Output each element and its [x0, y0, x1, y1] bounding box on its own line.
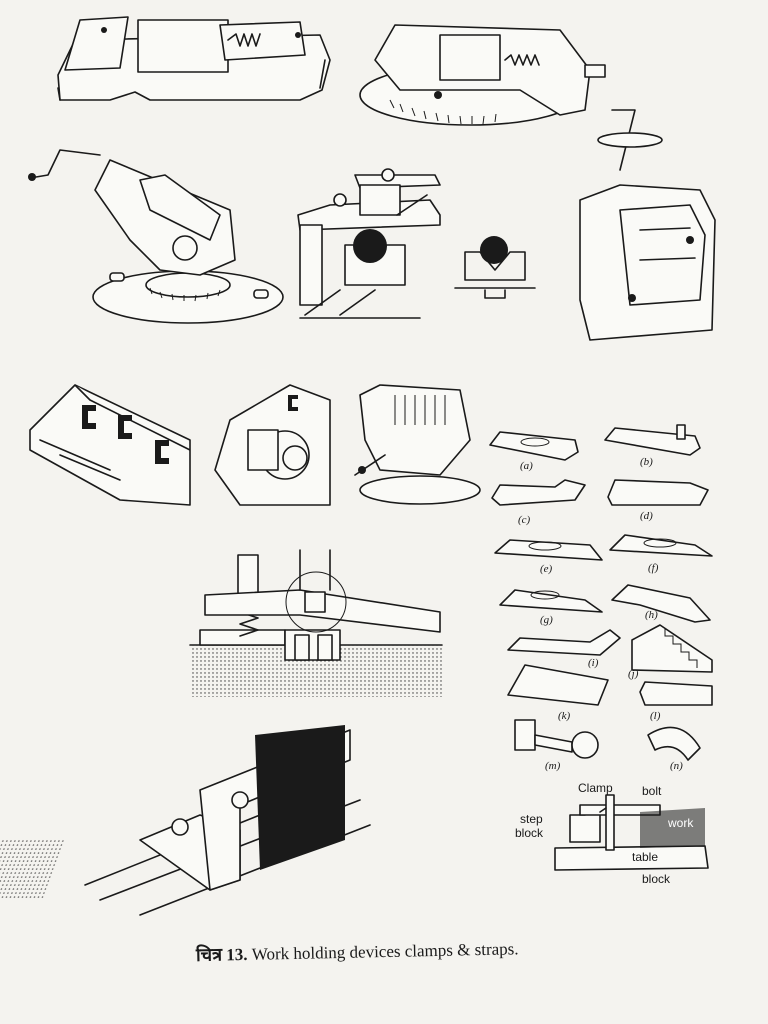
- caption-number: 13.: [226, 944, 248, 965]
- step-block-label-line2: block: [515, 826, 544, 840]
- strap-label-b: (b): [640, 456, 653, 468]
- swivel-vise-drawing: [359, 24, 606, 126]
- strap-label-k: (k): [558, 710, 571, 722]
- machine-vise-drawing: [57, 16, 331, 101]
- strap-label-e: (e): [540, 563, 553, 575]
- strap-label-c: (c): [518, 514, 531, 526]
- compound-angle-plate-drawing: [354, 384, 481, 505]
- strap-label-f: (f): [648, 562, 659, 574]
- clamp-label: Clamp: [578, 781, 613, 795]
- strap-label-g: (g): [540, 614, 553, 626]
- strap-label-j: (j): [628, 668, 639, 680]
- strap-label-m: (m): [545, 760, 561, 772]
- cam-clamp-drawing: [189, 549, 443, 697]
- block-label: block: [642, 872, 671, 886]
- work-label: work: [668, 816, 694, 830]
- step-block-clamp-diagram: [554, 794, 709, 871]
- bolt-label: bolt: [642, 784, 662, 798]
- tilting-vise-drawing: [28, 149, 284, 324]
- universal-angle-plate-drawing: [214, 384, 331, 506]
- strap-label-h: (h): [645, 609, 658, 621]
- strap-label-n: (n): [670, 760, 683, 772]
- caption-prefix: चित्र: [195, 944, 223, 965]
- strap-clamp-set: [489, 424, 713, 761]
- v-block-section-drawing: [454, 236, 536, 299]
- strap-label-a: (a): [520, 460, 533, 472]
- strap-label-i: (i): [588, 657, 599, 669]
- angle-plate-drawing: [29, 384, 191, 506]
- angle-plate-with-work-drawing: [0, 725, 371, 916]
- caption-text: Work holding devices clamps & straps.: [251, 939, 519, 964]
- v-block-drawing: [297, 168, 441, 319]
- table-label: table: [632, 850, 659, 864]
- strap-label-d: (d): [640, 510, 653, 522]
- strap-label-l: (l): [650, 710, 661, 722]
- heavy-duty-vise-drawing: [579, 109, 716, 341]
- step-block-label-line1: step: [520, 812, 543, 826]
